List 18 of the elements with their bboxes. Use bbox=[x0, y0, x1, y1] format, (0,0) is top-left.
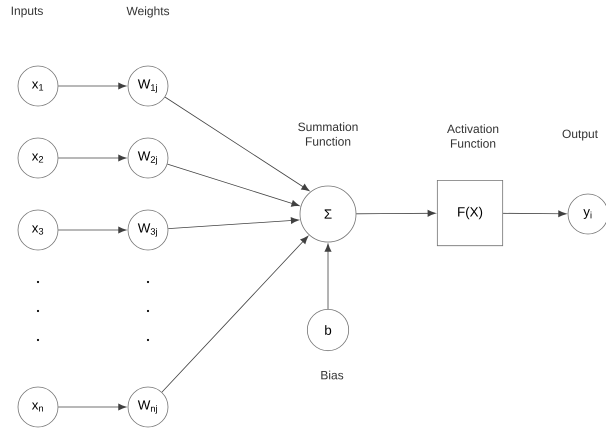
arrow bbox=[168, 217, 300, 230]
arrow bbox=[502, 210, 566, 218]
arrow bbox=[58, 154, 126, 162]
column-heading: Inputs bbox=[12, 6, 43, 18]
arrow bbox=[58, 404, 126, 410]
column-heading: Output bbox=[562, 130, 598, 140]
arrow bbox=[58, 226, 126, 234]
node-caption: Activation Function bbox=[447, 124, 498, 148]
arrow bbox=[162, 236, 308, 393]
node-caption: Bias bbox=[321, 370, 344, 380]
column-heading: Weights bbox=[126, 6, 170, 18]
function-box: F(X) bbox=[436, 180, 504, 246]
node-caption: Summation Function bbox=[298, 122, 358, 146]
arrow bbox=[356, 210, 436, 217]
arrow bbox=[58, 82, 126, 90]
arrow bbox=[164, 96, 310, 192]
arrow bbox=[167, 164, 300, 207]
arrow bbox=[324, 244, 332, 310]
